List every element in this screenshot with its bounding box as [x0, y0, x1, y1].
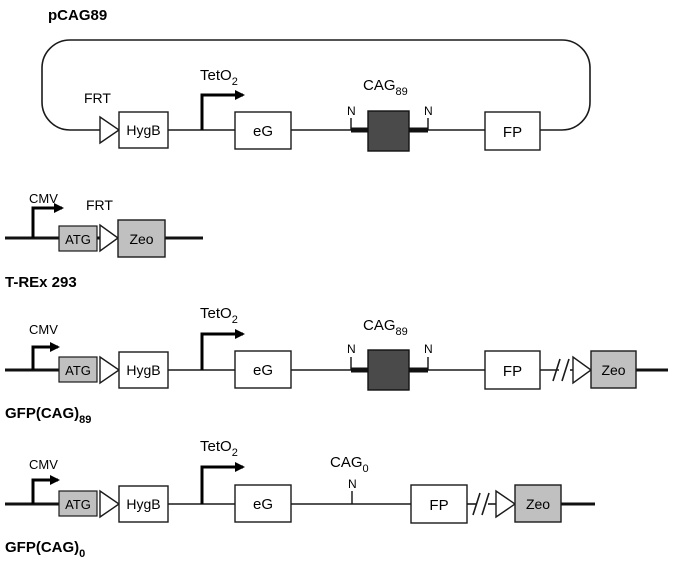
eg-box — [234, 350, 292, 389]
frt-site-icon — [495, 489, 517, 519]
hygb-box — [118, 485, 169, 523]
gfp-cag0-title: GFP(CAG)0 — [5, 539, 85, 560]
cag89-label: CAG89 — [363, 317, 408, 338]
eg-label: eG — [253, 496, 273, 513]
hygb-box — [118, 111, 169, 149]
gfp-cag0-construct: CMV ATG HygB TetO2 eG N CAG0 FP Zeo GFP(… — [5, 438, 595, 560]
eg-label: eG — [253, 123, 273, 140]
teto2-promoter-arrow-icon — [200, 90, 245, 130]
n-flank-right — [409, 127, 428, 133]
frt-site-icon — [99, 115, 121, 145]
atg-label: ATG — [65, 232, 91, 247]
frt-site-icon — [99, 223, 120, 253]
cmv-promoter-arrow-icon — [31, 475, 60, 504]
atg-label: ATG — [65, 497, 91, 512]
zeo-box — [590, 350, 637, 389]
teto2-label: TetO2 — [200, 305, 238, 326]
teto2-label: TetO2 — [200, 438, 238, 459]
atg-label: ATG — [65, 363, 91, 378]
hygb-label: HygB — [126, 122, 160, 138]
n-label-right: N — [424, 342, 433, 356]
n-label-right: N — [424, 104, 433, 118]
hygb-box — [118, 351, 169, 389]
atg-box — [58, 356, 98, 383]
cag0-label: CAG0 — [330, 454, 369, 475]
fp-box — [484, 350, 541, 390]
atg-box — [58, 490, 98, 517]
cmv-promoter-arrow-icon — [31, 342, 60, 370]
gfp-cag89-title: GFP(CAG)89 — [5, 405, 91, 426]
break-mark-icon — [552, 358, 570, 382]
zeo-label: Zeo — [601, 362, 625, 378]
eg-box — [234, 484, 292, 523]
frt-site-icon — [99, 355, 121, 385]
atg-box — [58, 225, 98, 252]
trex293-construct: CMV ATG FRT Zeo T-REx 293 — [5, 191, 203, 291]
pcag89-title: pCAG89 — [48, 7, 107, 24]
frt-site-icon — [572, 355, 593, 385]
gfp-cag89-construct: CMV ATG HygB TetO2 eG N N CAG89 FP Zeo G… — [5, 305, 668, 426]
cag89-repeat-box — [367, 110, 410, 152]
cmv-label: CMV — [29, 457, 58, 472]
teto2-promoter-arrow-icon — [200, 462, 245, 504]
fp-box — [484, 111, 541, 151]
fp-label: FP — [503, 124, 522, 141]
trex293-title: T-REx 293 — [5, 274, 77, 291]
n-label-left: N — [347, 342, 356, 356]
hygb-label: HygB — [126, 496, 160, 512]
fp-label: FP — [503, 363, 522, 380]
eg-box — [234, 111, 292, 150]
teto2-promoter-arrow-icon — [200, 329, 245, 370]
n-flank-right — [409, 367, 428, 373]
zeo-box — [514, 484, 562, 523]
frt-site-icon — [99, 489, 121, 519]
zeo-box — [117, 219, 166, 258]
n-label-mid: N — [348, 477, 357, 491]
cmv-label: CMV — [29, 191, 58, 206]
plasmid-backbone — [41, 39, 591, 131]
cmv-promoter-arrow-icon — [31, 203, 64, 238]
n-flank-left — [351, 367, 368, 373]
cmv-label: CMV — [29, 322, 58, 337]
cag89-repeat-box — [367, 349, 410, 391]
eg-label: eG — [253, 362, 273, 379]
frt-label: FRT — [84, 90, 111, 106]
pcag89-construct: pCAG89 FRT HygB TetO2 eG N N CAG89 FP — [41, 7, 591, 152]
zeo-label: Zeo — [129, 231, 153, 247]
n-flank-left — [351, 127, 368, 133]
hygb-label: HygB — [126, 362, 160, 378]
zeo-label: Zeo — [526, 496, 550, 512]
break-mark-icon — [472, 492, 490, 516]
cag89-label: CAG89 — [363, 77, 408, 98]
fp-box — [410, 484, 468, 524]
frt-label: FRT — [86, 197, 113, 213]
fp-label: FP — [429, 497, 448, 514]
teto2-label: TetO2 — [200, 67, 238, 88]
n-label-left: N — [347, 104, 356, 118]
